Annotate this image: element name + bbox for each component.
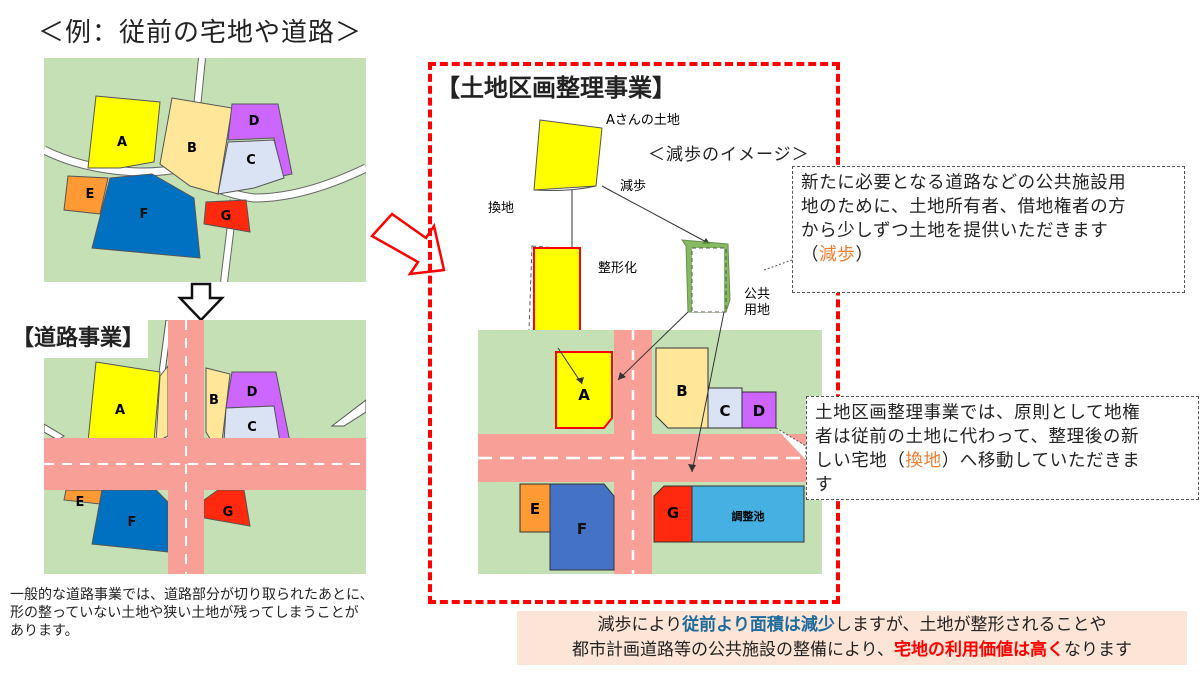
pond-label: 調整池 xyxy=(732,509,765,523)
land-readjustment-diagram: Aさんの土地 減歩 換地 整形化 公共 用地 A B C D E F G 調整池 xyxy=(478,113,822,574)
lot-label-e: E xyxy=(86,187,95,202)
lot-label-f: F xyxy=(128,515,137,530)
lot-label-g: G xyxy=(223,505,234,520)
lot-label-c: C xyxy=(246,153,256,168)
callout-line: しい宅地（換地）へ移動していただきま xyxy=(815,449,1190,473)
lot-label-f: F xyxy=(577,520,587,538)
callout-line: から少しずつ土地を提供いただきます xyxy=(801,221,1109,241)
text: しい宅地（ xyxy=(815,451,906,471)
caption-line: 形の整っていない土地や狭い土地が残ってしまうことが xyxy=(10,605,359,621)
text: 減歩により xyxy=(597,615,683,635)
paren: （ xyxy=(801,245,820,265)
lot-label-b: B xyxy=(209,393,219,408)
callout-line: す xyxy=(815,475,834,495)
lot-label-e: E xyxy=(530,500,540,518)
land-readjustment-frame xyxy=(428,62,840,604)
callout-line: 者は従前の土地に代わって、整理後の新 xyxy=(815,427,1140,447)
summary-box: 減歩により従前より面積は減少しますが、土地が整形されることや 都市計画道路等の公… xyxy=(517,611,1187,665)
callout-line: （減歩） xyxy=(801,243,1176,267)
reduction-image-heading: ＜減歩のイメージ＞ xyxy=(648,145,810,165)
lot-label-b: B xyxy=(676,382,687,400)
lot-label-a: A xyxy=(578,386,590,404)
paren: ） xyxy=(855,245,874,265)
summary-line-2: 都市計画道路等の公共施設の整備により、宅地の利用価値は高くなります xyxy=(517,638,1187,663)
lot-label-f: F xyxy=(140,207,149,222)
area-decrease-highlight: 従前より面積は減少 xyxy=(682,615,835,635)
summary-line-1: 減歩により従前より面積は減少しますが、土地が整形されることや xyxy=(517,613,1187,638)
public-land-label-1: 公共 xyxy=(744,287,770,302)
caption-line: 一般的な道路事業では、道路部分が切り取られたあとに、 xyxy=(10,587,374,603)
seikeika-label: 整形化 xyxy=(598,261,637,276)
genbu-label: 減歩 xyxy=(620,178,646,194)
kanchi-highlight: 換地 xyxy=(905,451,942,471)
kanchi-callout: 土地区画整理事業では、原則として地権 者は従前の土地に代わって、整理後の新 しい… xyxy=(806,396,1199,500)
lot-label-d: D xyxy=(753,402,765,420)
callout-line: 土地区画整理事業では、原則として地権 xyxy=(815,403,1141,423)
public-land-label-2: 用地 xyxy=(744,303,770,318)
lot-label-g: G xyxy=(667,504,679,522)
lot-label-d: D xyxy=(249,114,260,129)
a-land-label: Aさんの土地 xyxy=(606,113,680,128)
lot-label-g: G xyxy=(221,209,232,224)
text: 都市計画道路等の公共施設の整備により、 xyxy=(572,640,894,660)
text: しますが、土地が整形されることや xyxy=(834,615,1107,635)
example-heading: ＜例：従前の宅地や道路＞ xyxy=(38,18,363,48)
road-project-map: A B C D E F G xyxy=(44,320,366,574)
genbu-highlight: 減歩 xyxy=(819,245,856,265)
lot-label-d: D xyxy=(247,385,258,400)
kanchi-label: 換地 xyxy=(488,201,514,216)
land-readjustment-heading: 【土地区画整理事業】 xyxy=(436,74,676,102)
callout-line: 新たに必要となる道路などの公共施設用 xyxy=(801,173,1127,193)
text: ）へ移動していただきま xyxy=(941,451,1141,471)
road-project-heading: 【道路事業】 xyxy=(10,318,149,358)
lot-label-c: C xyxy=(247,420,257,435)
lot-label-c: C xyxy=(719,402,730,420)
right-arrow-icon xyxy=(370,212,446,276)
text: なります xyxy=(1063,640,1132,660)
lot-label-a: A xyxy=(117,135,127,150)
down-arrow-icon xyxy=(177,282,225,322)
road-project-caption: 一般的な道路事業では、道路部分が切り取られたあとに、 形の整っていない土地や狭い… xyxy=(10,586,430,640)
lot-label-e: E xyxy=(76,495,85,510)
lot-label-a: A xyxy=(115,403,125,418)
genbu-callout: 新たに必要となる道路などの公共施設用 地のために、土地所有者、借地権者の方 から… xyxy=(792,166,1185,293)
callout-line: 地のために、土地所有者、借地権者の方 xyxy=(801,197,1127,217)
value-increase-highlight: 宅地の利用価値は高く xyxy=(893,640,1064,660)
lot-label-b: B xyxy=(187,141,197,156)
caption-line: あります。 xyxy=(10,623,79,639)
before-map: A B C D E F G xyxy=(44,58,366,282)
